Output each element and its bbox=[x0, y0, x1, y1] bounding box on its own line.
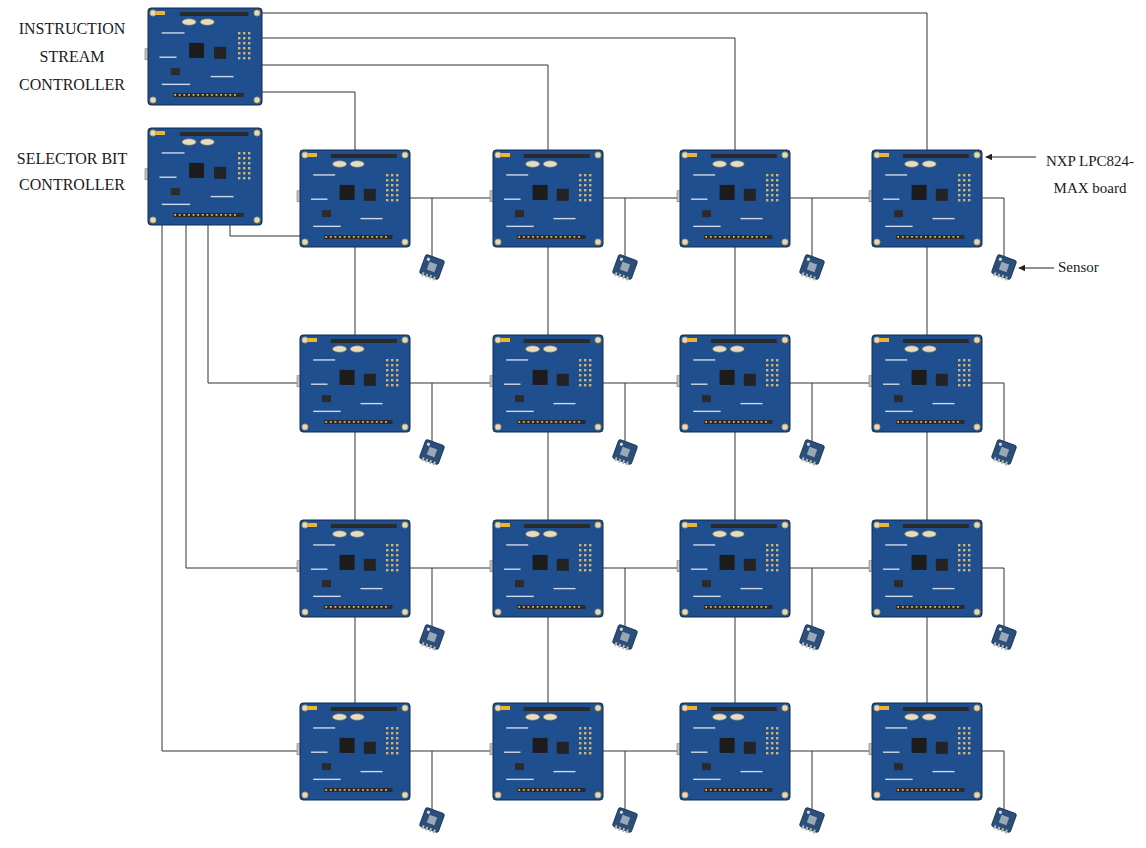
wire bbox=[625, 198, 626, 256]
wire bbox=[927, 617, 928, 703]
lpc824-board bbox=[490, 520, 603, 617]
wire bbox=[927, 247, 928, 335]
controller-board: SELECTOR BIT CONTROLLER bbox=[148, 128, 262, 225]
board-callout: NXP LPC824-MAX board bbox=[872, 150, 982, 247]
wire bbox=[812, 751, 813, 809]
sensor-module bbox=[798, 624, 824, 652]
wire-connector bbox=[262, 13, 927, 150]
lpc824-board bbox=[145, 128, 262, 225]
wire bbox=[548, 247, 549, 335]
wire bbox=[790, 751, 872, 752]
lpc824-board bbox=[490, 335, 603, 432]
wire bbox=[432, 198, 433, 256]
wire bbox=[982, 383, 1004, 441]
lpc824-board bbox=[297, 150, 410, 247]
sensor-module bbox=[990, 807, 1016, 835]
lpc824-board bbox=[145, 8, 262, 105]
wire bbox=[262, 92, 355, 150]
wire bbox=[603, 198, 680, 199]
sensor-module bbox=[611, 439, 637, 467]
lpc824-board bbox=[490, 150, 603, 247]
sensor-module bbox=[798, 254, 824, 282]
wire bbox=[432, 383, 433, 441]
lpc824-board bbox=[869, 703, 982, 800]
leader-line bbox=[1019, 268, 1054, 269]
wire bbox=[432, 751, 433, 809]
controller-board: INSTRUCTION STREAM CONTROLLER bbox=[148, 8, 262, 105]
sensor-module bbox=[611, 807, 637, 835]
sensor-module bbox=[798, 807, 824, 835]
wire bbox=[355, 247, 356, 335]
node-label: Sensor bbox=[1058, 258, 1120, 276]
wire bbox=[410, 383, 493, 384]
lpc824-board bbox=[297, 335, 410, 432]
wire bbox=[186, 225, 300, 568]
wire bbox=[355, 432, 356, 520]
sensor-module bbox=[990, 624, 1016, 652]
leader-line bbox=[986, 157, 1036, 158]
sensor-node: Sensor bbox=[993, 256, 1015, 278]
wire bbox=[355, 617, 356, 703]
lpc824-board bbox=[297, 520, 410, 617]
wire-connector bbox=[982, 198, 1004, 256]
lpc824-board bbox=[869, 520, 982, 617]
wire bbox=[208, 225, 300, 383]
wire bbox=[625, 383, 626, 441]
wire bbox=[410, 751, 493, 752]
wire bbox=[812, 383, 813, 441]
sensor-module bbox=[990, 254, 1016, 282]
wire bbox=[410, 198, 493, 199]
sensor-module bbox=[990, 439, 1016, 467]
wire bbox=[603, 751, 680, 752]
wire bbox=[790, 383, 872, 384]
wire bbox=[625, 751, 626, 809]
lpc824-board bbox=[677, 703, 790, 800]
wire bbox=[735, 432, 736, 520]
wire bbox=[432, 568, 433, 626]
lpc824-board bbox=[869, 150, 982, 247]
wire bbox=[812, 568, 813, 626]
lpc824-board bbox=[490, 703, 603, 800]
node-label: INSTRUCTION STREAM CONTROLLER bbox=[4, 15, 140, 99]
wire bbox=[603, 383, 680, 384]
lpc824-board bbox=[297, 703, 410, 800]
wire bbox=[548, 617, 549, 703]
wire bbox=[548, 432, 549, 520]
wire bbox=[230, 225, 300, 236]
wire bbox=[790, 198, 872, 199]
sensor-module bbox=[418, 807, 444, 835]
wire bbox=[982, 568, 1004, 626]
lpc824-board bbox=[869, 335, 982, 432]
sensor-module bbox=[611, 254, 637, 282]
wire bbox=[927, 432, 928, 520]
wire bbox=[812, 198, 813, 256]
wire bbox=[162, 225, 300, 751]
lpc824-board bbox=[677, 520, 790, 617]
wire bbox=[735, 247, 736, 335]
wire bbox=[735, 617, 736, 703]
wire bbox=[410, 568, 493, 569]
sensor-module bbox=[418, 624, 444, 652]
wire bbox=[625, 568, 626, 626]
node-label: NXP LPC824-MAX board bbox=[1038, 148, 1142, 202]
sensor-module bbox=[611, 624, 637, 652]
sensor-module bbox=[798, 439, 824, 467]
wire bbox=[790, 568, 872, 569]
lpc824-board bbox=[677, 335, 790, 432]
sensor-module bbox=[418, 439, 444, 467]
wire bbox=[603, 568, 680, 569]
wire bbox=[262, 38, 735, 150]
wire bbox=[982, 751, 1004, 809]
node-label: SELECTOR BIT CONTROLLER bbox=[4, 146, 140, 198]
lpc824-board bbox=[677, 150, 790, 247]
wire bbox=[262, 65, 548, 150]
sensor-module bbox=[418, 254, 444, 282]
